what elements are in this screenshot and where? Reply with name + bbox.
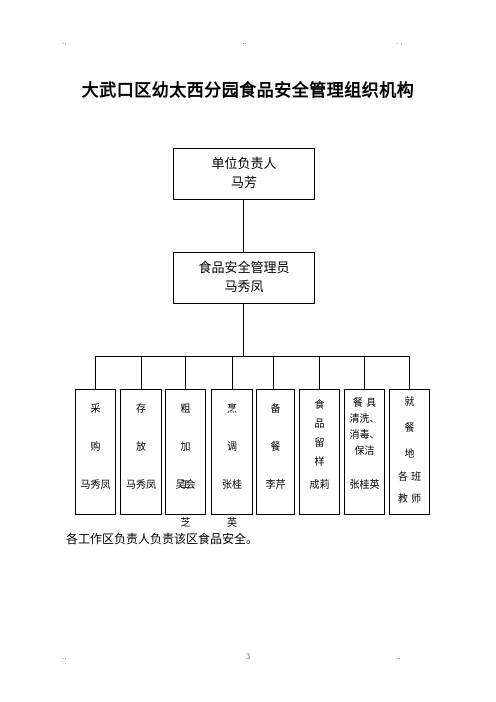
department-name: 采购	[90, 404, 101, 453]
connector-drop	[185, 356, 186, 389]
department-box-dining-area: 就餐地 各 班教 师	[389, 389, 430, 515]
connector-head-manager	[243, 200, 244, 252]
connector-drop	[95, 356, 96, 389]
department-person: 马秀凤	[126, 480, 156, 491]
department-name: 餐 具清洗、消毒、保洁	[349, 398, 380, 457]
connector-bus	[95, 356, 409, 357]
department-person: 马秀凤	[80, 480, 111, 491]
department-box-cooking: 烹调 张桂英	[211, 389, 253, 529]
department-name: 烹调	[227, 404, 237, 453]
manager-box: 食品安全管理员 马秀凤	[173, 252, 315, 304]
department-person: 张桂英	[222, 480, 242, 529]
footer-dots-right: ..	[396, 653, 401, 661]
department-name: 就餐地	[404, 397, 415, 460]
footer-dots-left: ..	[62, 653, 67, 661]
manager-role: 食品安全管理员	[198, 261, 290, 276]
head-person: 马芳	[230, 176, 257, 191]
head-role: 单位负责人	[211, 157, 277, 172]
page-title: 大武口区幼太西分园食品安全管理组织机构	[81, 81, 415, 101]
department-name: 备餐	[270, 404, 281, 453]
connector-manager-bus	[243, 304, 244, 356]
department-person: 各 班教 师	[397, 472, 422, 505]
department-box-utensil-cleaning: 餐 具清洗、消毒、保洁 张桂英	[344, 389, 385, 515]
department-person: 吴会芝	[175, 480, 196, 529]
header-dots-right: . .	[396, 38, 403, 46]
manager-person: 马秀凤	[224, 280, 264, 295]
department-box-meal-prep: 备餐 李芹	[256, 389, 295, 515]
header-dots-center: ..	[242, 38, 247, 46]
department-name: 粗加工	[180, 404, 191, 491]
department-name: 存放	[136, 404, 146, 453]
connector-drop	[364, 356, 365, 389]
connector-drop	[319, 356, 320, 389]
head-box: 单位负责人 马芳	[173, 148, 315, 200]
department-person: 李芹	[265, 480, 286, 491]
department-box-food-sampling: 食品留样 成莉	[299, 389, 340, 515]
connector-drop	[273, 356, 274, 389]
connector-drop	[409, 356, 410, 389]
connector-drop	[141, 356, 142, 389]
department-person: 张桂英	[349, 480, 380, 491]
department-box-rough-processing: 粗加工 吴会芝	[165, 389, 206, 529]
department-name: 食品留样	[314, 400, 325, 468]
department-box-storage: 存放 马秀凤	[120, 389, 162, 515]
page-number: 3	[245, 653, 251, 661]
department-box-purchasing: 采购 马秀凤	[75, 389, 116, 515]
responsibility-note: 各工作区负责人负责该区食品安全。	[66, 532, 259, 546]
department-person: 成莉	[309, 480, 330, 491]
header-dots-left: ..	[62, 38, 67, 46]
connector-drop	[232, 356, 233, 389]
